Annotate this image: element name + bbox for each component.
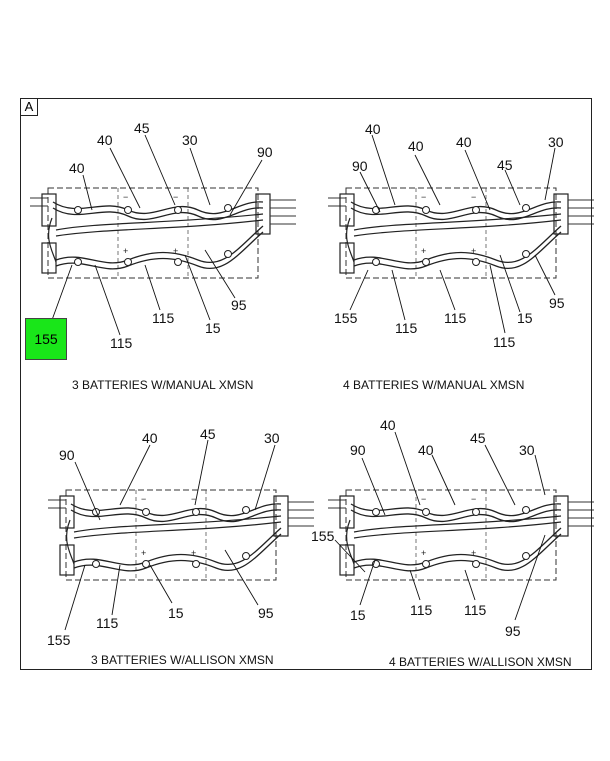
callout-label: 90 — [352, 158, 368, 174]
callout-label: 155 — [311, 528, 335, 544]
callout-label: 90 — [257, 144, 273, 160]
callout-label: 30 — [264, 430, 280, 446]
caption-3-batteries-allison: 3 BATTERIES W/ALLISON XMSN — [91, 653, 274, 667]
section-label: A — [20, 98, 38, 116]
callout-label: 115 — [493, 334, 516, 350]
callout-label: 45 — [497, 157, 513, 173]
callout-label: 115 — [444, 310, 467, 326]
caption-4-batteries-allison: 4 BATTERIES W/ALLISON XMSN — [389, 655, 572, 669]
callout-label: 45 — [470, 430, 486, 446]
panel-4-batteries-manual: 40 90 40 40 45 30 155 115 115 15 115 95 — [327, 121, 595, 350]
callout-label: 40 — [97, 132, 113, 148]
panel-3-batteries-manual: 40 40 45 30 90 115 115 15 95 — [29, 120, 297, 351]
caption-3-batteries-manual: 3 BATTERIES W/MANUAL XMSN — [72, 378, 254, 392]
callout-label: 90 — [59, 447, 75, 463]
callout-label: 40 — [456, 134, 472, 150]
callout-label: 45 — [134, 120, 150, 136]
callout-label: 90 — [350, 442, 366, 458]
caption-4-batteries-manual: 4 BATTERIES W/MANUAL XMSN — [343, 378, 525, 392]
callout-label: 155 — [47, 632, 71, 648]
callout-label: 30 — [548, 134, 564, 150]
callout-label: 115 — [110, 335, 133, 351]
callout-label: 115 — [152, 310, 175, 326]
callout-label: 115 — [464, 602, 487, 618]
callout-label: 95 — [549, 295, 565, 311]
callout-label: 115 — [410, 602, 433, 618]
callout-label: 45 — [200, 426, 216, 442]
callout-label: 40 — [142, 430, 158, 446]
callout-label: 40 — [408, 138, 424, 154]
callout-label: 30 — [182, 132, 198, 148]
callout-label: 30 — [519, 442, 535, 458]
callout-label: 15 — [168, 605, 184, 621]
callout-label: 95 — [231, 297, 247, 313]
panel-3-batteries-allison: 90 40 45 30 115 15 95 155 — [47, 426, 315, 648]
callout-label: 40 — [69, 160, 85, 176]
callout-label: 40 — [418, 442, 434, 458]
callout-label: 95 — [258, 605, 274, 621]
callout-label: 40 — [380, 417, 396, 433]
callout-label: 95 — [505, 623, 521, 639]
callout-label: 15 — [205, 320, 221, 336]
panel-4-batteries-allison: 40 90 40 45 30 155 15 115 115 95 — [311, 417, 595, 639]
callout-label: 15 — [350, 607, 366, 623]
callout-label: 115 — [395, 320, 418, 336]
callout-label: 115 — [96, 615, 119, 631]
diagram-frame — [20, 98, 592, 670]
highlighted-callout-155[interactable]: 155 — [25, 318, 67, 360]
callout-label: 40 — [365, 121, 381, 137]
callout-label: 15 — [517, 310, 533, 326]
callout-label: 155 — [334, 310, 358, 326]
